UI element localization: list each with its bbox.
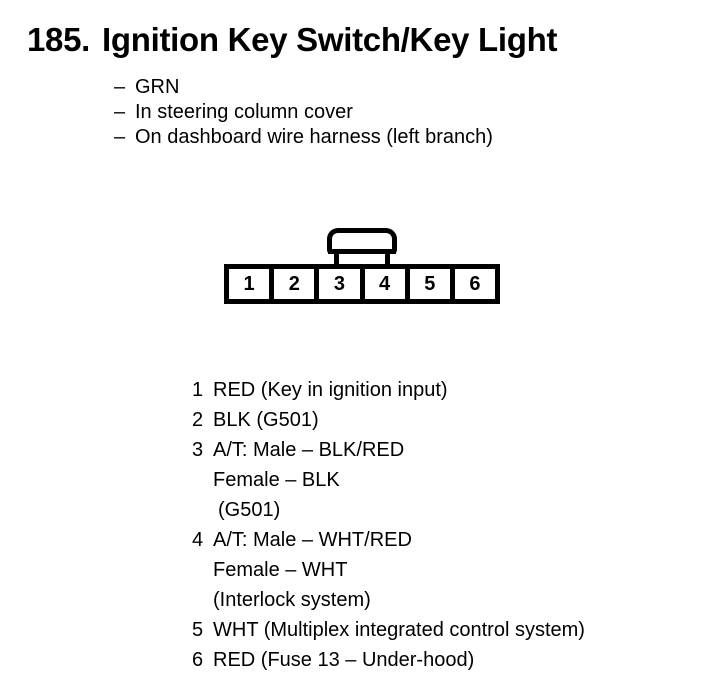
connector-cavity-5: 5 <box>409 269 450 299</box>
pin-description-line: A/T: Male – BLK/RED <box>213 439 405 461</box>
pin-assignment-list: 1 RED (Key in ignition input) 2 BLK (G501) 3… <box>192 375 585 675</box>
pin-description-line: Female – BLK <box>213 469 340 491</box>
pin-number: 3 <box>192 439 204 461</box>
pin-description-line: BLK (G501) <box>213 409 319 431</box>
connector-cavity-4: 4 <box>364 269 405 299</box>
pin-number: 5 <box>192 619 204 641</box>
pin-row: 3 A/T: Male – BLK/RED Female – BLK (G501) <box>192 435 585 525</box>
pin-number: 4 <box>192 529 204 551</box>
pin-row: 6 RED (Fuse 13 – Under-hood) <box>192 645 585 675</box>
latch-shoulder-right <box>385 249 396 254</box>
note-list: –GRN–In steering column cover–On dashboa… <box>114 75 493 150</box>
pin-number: 1 <box>192 379 204 401</box>
pin-row: 1 RED (Key in ignition input) <box>192 375 585 405</box>
pin-description-line: RED (Fuse 13 – Under-hood) <box>213 649 475 671</box>
note-item-label: In steering column cover <box>135 101 353 123</box>
pin-description-line: RED (Key in ignition input) <box>213 379 448 401</box>
pin-description: WHT (Multiplex integrated control system… <box>213 615 585 645</box>
pin-description: RED (Key in ignition input) <box>213 375 448 405</box>
latch-shoulder-left <box>328 249 339 254</box>
page-title: 185. Ignition Key Switch/Key Light <box>27 20 557 60</box>
connector-cavity-3: 3 <box>319 269 360 299</box>
pin-number: 2 <box>192 409 204 431</box>
connector-cavity-2: 2 <box>274 269 315 299</box>
note-dash: – <box>114 101 126 123</box>
pin-description: RED (Fuse 13 – Under-hood) <box>213 645 474 675</box>
pin-row: 5 WHT (Multiplex integrated control syste… <box>192 615 585 645</box>
note-item: –GRN <box>114 75 493 100</box>
pin-description-line: WHT (Multiplex integrated control system… <box>213 619 585 641</box>
page-title-text: Ignition Key Switch/Key Light <box>102 21 558 58</box>
note-dash: – <box>114 76 126 98</box>
latch-leg-left <box>334 254 339 266</box>
connector-cavity-1: 1 <box>229 269 270 299</box>
pin-description-line: (G501) <box>218 499 281 521</box>
latch-leg-right <box>385 254 390 266</box>
pin-description-line: Female – WHT <box>213 559 348 581</box>
pin-description: A/T: Male – BLK/RED Female – BLK (G501) <box>213 435 404 525</box>
note-item-label: GRN <box>135 76 180 98</box>
note-item: –On dashboard wire harness (left branch) <box>114 125 493 150</box>
note-item-label: On dashboard wire harness (left branch) <box>135 126 493 148</box>
pin-number: 6 <box>192 649 204 671</box>
connector-cavity-6: 6 <box>454 269 496 299</box>
pin-description-line: A/T: Male – WHT/RED <box>213 529 412 551</box>
pin-row: 2 BLK (G501) <box>192 405 585 435</box>
note-dash: – <box>114 126 126 148</box>
pin-row: 4 A/T: Male – WHT/RED Female – WHT (Interlo… <box>192 525 585 615</box>
note-item: –In steering column cover <box>114 100 493 125</box>
pin-description: BLK (G501) <box>213 405 319 435</box>
page-title-number: 185. <box>27 21 91 58</box>
pin-description: A/T: Male – WHT/RED Female – WHT (Interloc… <box>213 525 412 615</box>
pin-description-line: (Interlock system) <box>213 589 371 611</box>
